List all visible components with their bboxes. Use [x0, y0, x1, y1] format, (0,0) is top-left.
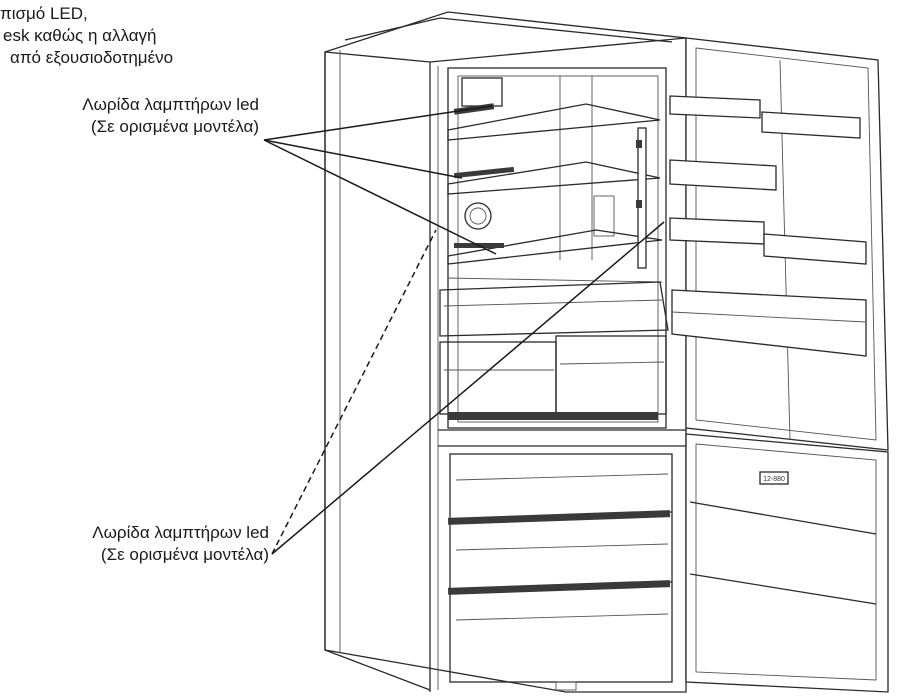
- freezer-compartment: [438, 429, 686, 691]
- freezer-drawer-label: 12-880: [763, 476, 785, 483]
- fridge-compartment: [447, 67, 667, 429]
- led-strip-label-top: Λωρίδα λαμπτήρων led (Σε ορισμένα μοντέλ…: [82, 94, 259, 138]
- led-strip-label-top-line2: (Σε ορισμένα μοντέλα): [90, 117, 259, 136]
- led-strip-label-bottom-line1: Λωρίδα λαμπτήρων led: [92, 523, 269, 542]
- intro-line-3: από εξουσιοδοτημένο: [10, 48, 174, 67]
- led-strip-label-bottom: Λωρίδα λαμπτήρων led (Σε ορισμένα μοντέλ…: [92, 522, 269, 566]
- callout-lines-top: [263, 105, 497, 255]
- fridge-cabinet: [324, 11, 687, 693]
- led-strip-label-bottom-line2: (Σε ορισμένα μοντέλα): [100, 545, 269, 564]
- freezer-door: 12-880: [685, 433, 889, 693]
- crisper-drawers: [439, 281, 669, 420]
- intro-line-2: esk καθώς η αλλαγή: [3, 26, 157, 45]
- fridge-door: [669, 37, 889, 451]
- intro-line-1: πισμό LED,: [0, 4, 88, 23]
- led-strip-label-top-line1: Λωρίδα λαμπτήρων led: [82, 95, 259, 114]
- callout-lines-bottom: [271, 221, 665, 555]
- shelves: [447, 103, 663, 283]
- intro-text: πισμό LED, esk καθώς η αλλαγή από εξουσι…: [0, 3, 173, 69]
